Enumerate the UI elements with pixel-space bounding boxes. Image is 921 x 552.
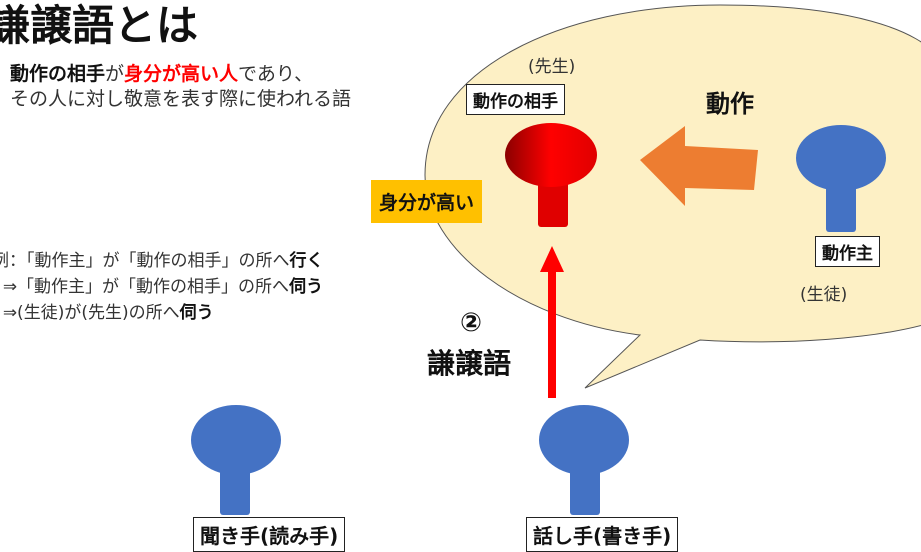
ex3-verb: 伺う: [179, 303, 214, 323]
target-role: (先生): [528, 57, 576, 77]
target-label: 動作の相手: [466, 84, 565, 115]
example: 例：「動作主」が「動作の相手」の所へ行く ⇒「動作主」が「動作の相手」の所へ伺う…: [0, 248, 324, 326]
listener-person: [191, 405, 281, 515]
page-title: 謙譲語とは: [0, 1, 199, 50]
action-arrow: [640, 126, 758, 206]
actor-person: [796, 125, 886, 232]
upward-arrow: [540, 246, 564, 398]
ex1: 例：「動作主」が「動作の相手」の所へ: [0, 251, 290, 271]
def-ga: が: [105, 63, 125, 85]
step-number: ②: [460, 308, 483, 338]
def-target: 動作の相手: [10, 63, 106, 85]
definition: 動作の相手が身分が高い人であり、 その人に対し敬意を表す際に使われる語: [10, 62, 351, 112]
ex2: ⇒「動作主」が「動作の相手」の所へ: [2, 277, 290, 297]
def-line2: その人に対し敬意を表す際に使われる語: [10, 88, 352, 110]
status-label: 身分が高い: [371, 180, 483, 223]
action-label: 動作: [706, 90, 754, 118]
target-person: [505, 123, 597, 227]
ex2-verb: 伺う: [289, 277, 324, 297]
def-tail: であり、: [238, 63, 314, 85]
actor-role: (生徒): [800, 285, 848, 305]
speaker-person: [539, 405, 629, 515]
ex1-verb: 行く: [289, 251, 324, 271]
ex3: ⇒(生徒)が(先生)の所へ: [2, 303, 180, 323]
step-label: 謙譲語: [427, 347, 512, 380]
actor-label: 動作主: [815, 236, 880, 267]
def-high-status: 身分が高い人: [124, 63, 239, 85]
